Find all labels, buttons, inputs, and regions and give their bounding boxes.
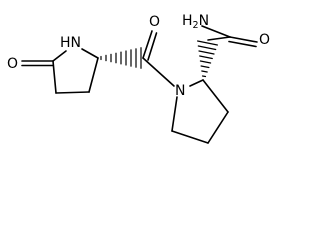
bond-c4p-c5p — [171, 130, 209, 144]
atom-n-terminal: N — [199, 13, 209, 29]
atom-nh-lactam: HN — [60, 35, 81, 51]
central-amide — [142, 30, 175, 87]
bond-camide-o-a — [229, 36, 258, 43]
atom-o-terminal: O — [259, 32, 270, 48]
bond-wedge-end — [207, 36, 231, 41]
atom-o-lactam: O — [7, 56, 18, 72]
molecule-diagram: O HN O N H2N O — [6, 13, 270, 144]
bond-c3p-c4p — [207, 111, 229, 144]
bond-c2-c3 — [88, 57, 99, 93]
terminal-carboxamide — [201, 25, 258, 48]
bond-n-c2p — [189, 79, 204, 87]
atom-o-central: O — [149, 14, 160, 30]
prolyl-ring — [171, 79, 229, 144]
atom-h: H — [182, 13, 193, 29]
bond-camide-n — [201, 25, 231, 38]
atom-labels: O HN O N H2N O — [6, 13, 270, 99]
bond-nh-c2 — [81, 48, 99, 59]
structure-drawing: O HN O N H2N O — [6, 13, 270, 144]
pyroglutamyl-ring — [21, 48, 99, 94]
hashed-wedge-c2 — [100, 47, 142, 69]
bond-c-n — [142, 57, 175, 87]
bond-c5-nh — [52, 50, 67, 62]
bond-camide-o-b — [228, 40, 257, 48]
atom-h-count: 2 — [193, 20, 199, 31]
bond-co-a — [142, 30, 153, 59]
bond-c2p-c3p — [202, 79, 229, 113]
atom-n-proline: N — [175, 83, 185, 99]
bond-c4-c5 — [52, 60, 57, 94]
atom-nh2-terminal: H2N — [182, 13, 209, 31]
bond-c3-c4 — [55, 91, 90, 94]
bond-co-b — [147, 32, 158, 61]
hashed-wedge-c2p — [197, 40, 218, 78]
bond-c5p-n — [171, 96, 178, 132]
